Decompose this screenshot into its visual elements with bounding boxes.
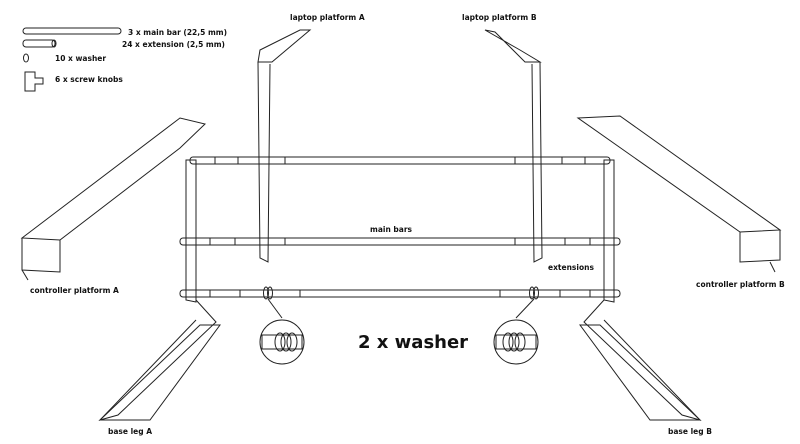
base-leg-a xyxy=(98,324,221,421)
legend-screw-knobs-label: 6 x screw knobs xyxy=(55,75,123,84)
controller-platform-a-label: controller platform A xyxy=(30,286,119,295)
washer-callout-label: 2 x washer xyxy=(358,332,469,353)
legend-extension-icon xyxy=(22,39,57,48)
frame-side-b xyxy=(583,159,702,421)
washer-a xyxy=(263,286,273,300)
laptop-platform-b xyxy=(484,29,543,263)
legend-washer-label: 10 x washer xyxy=(55,54,107,63)
main-bar-bottom xyxy=(179,289,621,298)
main-bar-top xyxy=(189,156,611,165)
base-leg-b-label: base leg B xyxy=(668,427,712,436)
controller-platform-b xyxy=(576,115,782,273)
extensions-label: extensions xyxy=(548,263,594,272)
laptop-platform-a xyxy=(257,29,312,263)
washer-b xyxy=(529,286,539,300)
legend-extension-label: 24 x extension (2,5 mm) xyxy=(122,40,225,49)
frame-side-a xyxy=(98,159,217,421)
controller-platform-a xyxy=(20,117,207,281)
legend-main-bar-icon xyxy=(22,27,122,35)
laptop-platform-b-label: laptop platform B xyxy=(462,13,537,22)
base-leg-b xyxy=(579,324,702,421)
base-leg-a-label: base leg A xyxy=(108,427,153,436)
washer-detail-b xyxy=(493,298,539,365)
legend-washer-icon xyxy=(23,53,29,63)
controller-platform-b-label: controller platform B xyxy=(696,280,785,289)
main-bar-middle xyxy=(179,237,621,246)
extension-joints xyxy=(209,157,591,297)
legend-main-bar-label: 3 x main bar (22,5 mm) xyxy=(128,28,228,37)
main-bars-label: main bars xyxy=(370,225,412,234)
legend-screw-knob-icon xyxy=(24,71,44,92)
washer-detail-a xyxy=(259,298,305,365)
laptop-platform-a-label: laptop platform A xyxy=(290,13,365,22)
